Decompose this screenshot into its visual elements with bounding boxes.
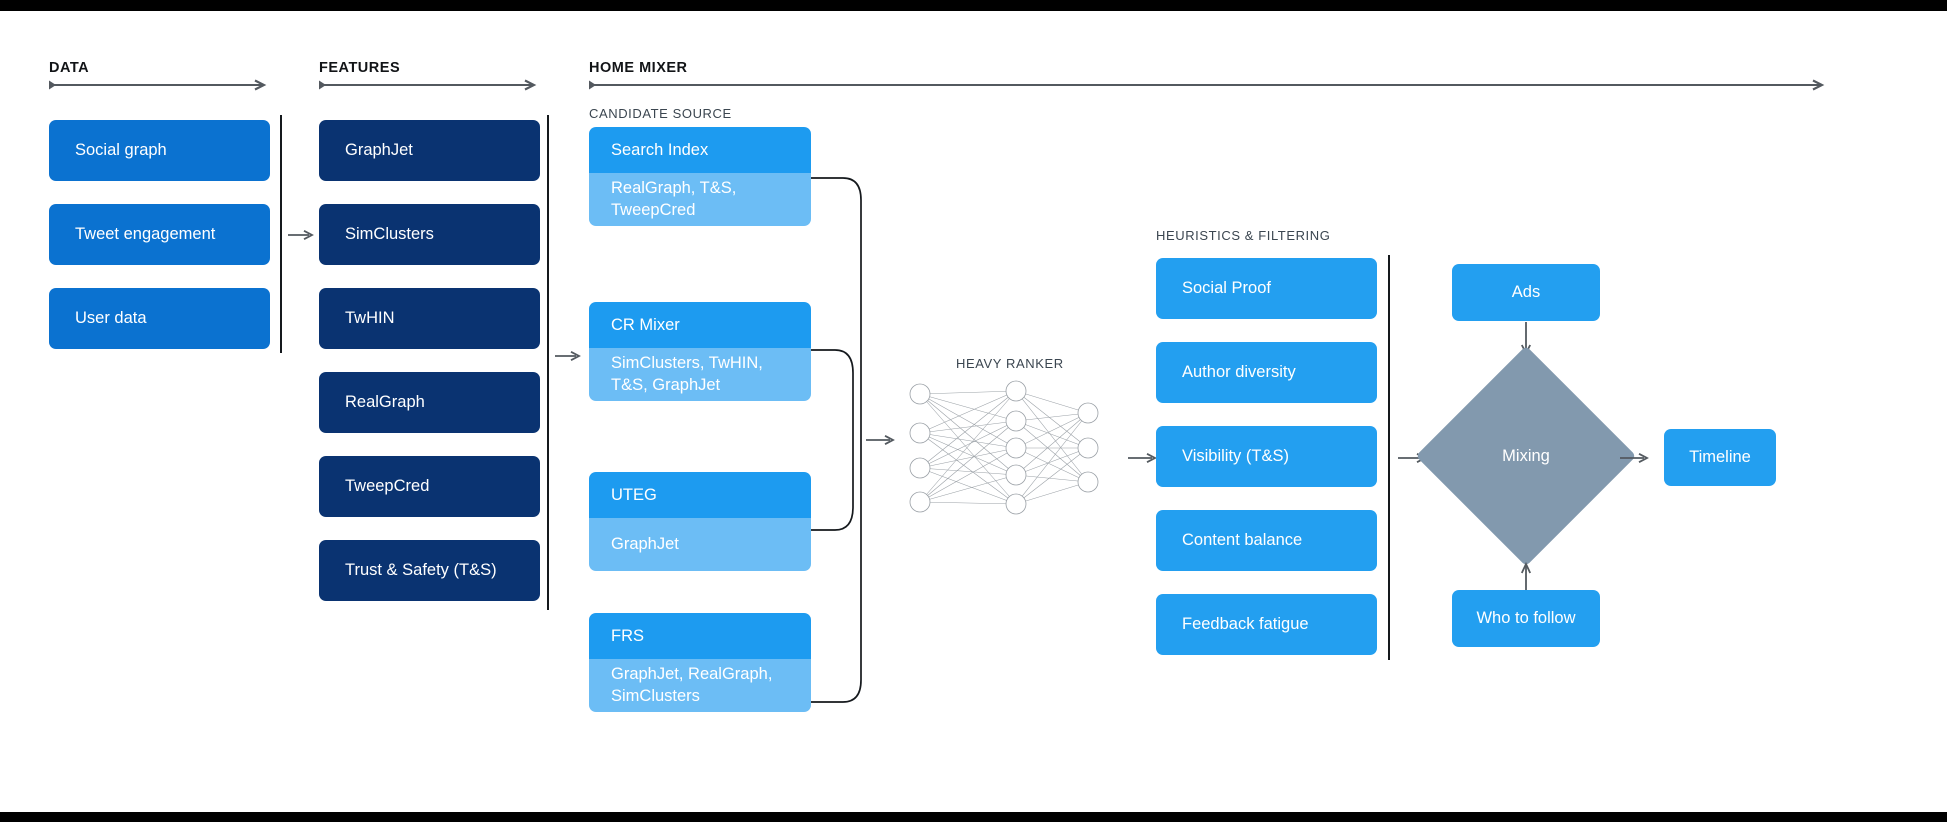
data-box-tweet-engagement[interactable]: Tweet engagement (49, 204, 270, 265)
heuristic-box-label: Author diversity (1182, 362, 1296, 381)
arrow-mixing-to-timeline (1620, 452, 1652, 464)
output-box-timeline[interactable]: Timeline (1664, 429, 1776, 486)
feature-box-label: TweepCred (345, 476, 430, 495)
feature-box-tweepcred[interactable]: TweepCred (319, 456, 540, 517)
mixing-diamond[interactable]: Mixing (1415, 345, 1637, 567)
sublabel-heuristics: HEURISTICS & FILTERING (1156, 228, 1331, 243)
data-box-label: Tweet engagement (75, 224, 216, 243)
arrow-candidates-to-ranker (866, 434, 898, 446)
candidate-source-name: FRS (589, 613, 811, 659)
heuristic-box-content-balance[interactable]: Content balance (1156, 510, 1377, 571)
heuristic-box-label: Content balance (1182, 530, 1303, 549)
feature-box-realgraph[interactable]: RealGraph (319, 372, 540, 433)
output-box-ads[interactable]: Ads (1452, 264, 1600, 321)
output-box-who-to-follow[interactable]: Who to follow (1452, 590, 1600, 647)
candidate-source-frs[interactable]: FRS GraphJet, RealGraph, SimClusters (589, 613, 811, 712)
feature-box-label: Trust & Safety (T&S) (345, 560, 497, 579)
candidate-source-features: GraphJet (589, 518, 811, 571)
data-box-social-graph[interactable]: Social graph (49, 120, 270, 181)
candidate-source-uteg[interactable]: UTEG GraphJet (589, 472, 811, 571)
output-box-label: Ads (1511, 282, 1541, 301)
candidate-source-name: UTEG (589, 472, 811, 518)
heuristic-box-social-proof[interactable]: Social Proof (1156, 258, 1377, 319)
feature-box-label: TwHIN (345, 308, 395, 327)
heuristic-box-author-diversity[interactable]: Author diversity (1156, 342, 1377, 403)
candidate-source-name: CR Mixer (589, 302, 811, 348)
sublabel-candidate-source: CANDIDATE SOURCE (589, 106, 732, 121)
section-arrow-features (318, 79, 540, 91)
candidate-source-name: Search Index (589, 127, 811, 173)
letterbox-top (0, 0, 1947, 11)
section-arrow-home-mixer (588, 79, 1828, 91)
letterbox-bottom (0, 812, 1947, 822)
feature-box-simclusters[interactable]: SimClusters (319, 204, 540, 265)
feature-box-graphjet[interactable]: GraphJet (319, 120, 540, 181)
arrow-features-to-candidates (555, 350, 583, 362)
mixing-label: Mixing (1502, 446, 1550, 465)
candidate-source-features: SimClusters, TwHIN, T&S, GraphJet (589, 348, 811, 401)
feature-box-label: SimClusters (345, 224, 434, 243)
heuristic-box-label: Visibility (T&S) (1182, 446, 1289, 465)
heuristic-box-feedback-fatigue[interactable]: Feedback fatigue (1156, 594, 1377, 655)
candidate-source-cr-mixer[interactable]: CR Mixer SimClusters, TwHIN, T&S, GraphJ… (589, 302, 811, 401)
feature-box-label: RealGraph (345, 392, 425, 411)
candidate-source-features: RealGraph, T&S, TweepCred (589, 173, 811, 226)
sublabel-heavy-ranker: HEAVY RANKER (956, 356, 1064, 371)
divider-heuristics-output (1388, 255, 1390, 660)
divider-data-features (280, 115, 282, 353)
arrow-data-to-features (288, 229, 316, 241)
feature-box-label: GraphJet (345, 140, 413, 159)
data-box-user-data[interactable]: User data (49, 288, 270, 349)
section-header-home-mixer: HOME MIXER (589, 60, 688, 76)
divider-features-mixer (547, 115, 549, 610)
section-arrow-data (48, 79, 270, 91)
output-box-label: Who to follow (1476, 608, 1576, 627)
data-box-label: Social graph (75, 140, 167, 159)
candidate-source-features: GraphJet, RealGraph, SimClusters (589, 659, 811, 712)
output-box-label: Timeline (1689, 447, 1751, 466)
feature-box-twhin[interactable]: TwHIN (319, 288, 540, 349)
connector-candidates-to-ranker (805, 175, 875, 705)
heavy-ranker-network (898, 380, 1108, 516)
heuristic-box-label: Feedback fatigue (1182, 614, 1309, 633)
section-header-features: FEATURES (319, 60, 401, 76)
heuristic-box-label: Social Proof (1182, 278, 1271, 297)
heuristic-box-visibility[interactable]: Visibility (T&S) (1156, 426, 1377, 487)
section-header-data: DATA (49, 60, 90, 76)
data-box-label: User data (75, 308, 147, 327)
feature-box-trust-safety[interactable]: Trust & Safety (T&S) (319, 540, 540, 601)
candidate-source-search-index[interactable]: Search Index RealGraph, T&S, TweepCred (589, 127, 811, 226)
arrow-ranker-to-heuristics (1128, 452, 1160, 464)
